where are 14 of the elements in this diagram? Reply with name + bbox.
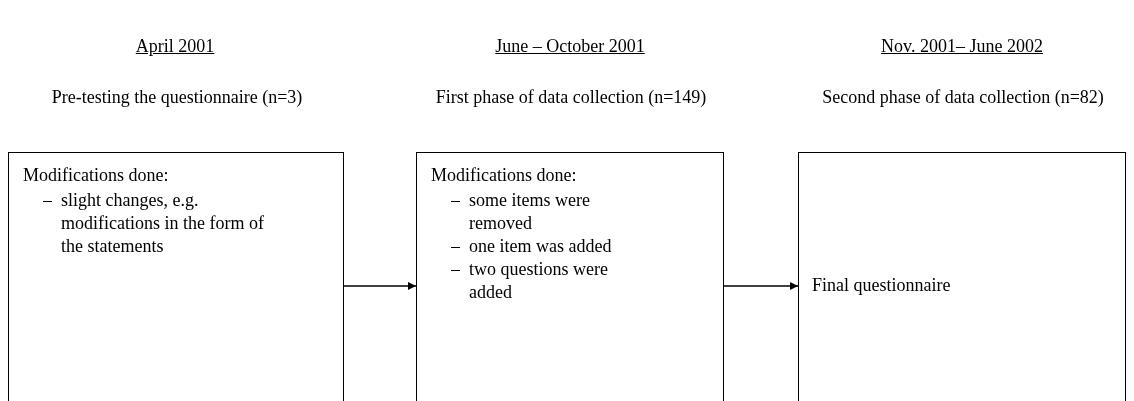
- list-item: one item was added: [469, 235, 613, 258]
- list-heading: Modifications done:: [431, 165, 577, 186]
- box-text: Final questionnaire: [812, 275, 951, 296]
- list-item: slight changes, e.g. modifications in the form of the statements: [61, 189, 265, 258]
- arrow: [723, 282, 799, 290]
- date-heading: April 2001: [135, 36, 215, 57]
- phase-title: First phase of data collection (n=149): [434, 86, 708, 109]
- list-heading: Modifications done:: [23, 165, 169, 186]
- phase-title: Second phase of data collection (n=82): [821, 86, 1105, 109]
- arrow: [343, 282, 417, 290]
- date-heading: Nov. 2001– June 2002: [881, 36, 1043, 57]
- list-item: two questions were added: [469, 258, 609, 304]
- date-heading: June – October 2001: [495, 36, 645, 57]
- phase-title: Pre-testing the questionnaire (n=3): [50, 86, 304, 109]
